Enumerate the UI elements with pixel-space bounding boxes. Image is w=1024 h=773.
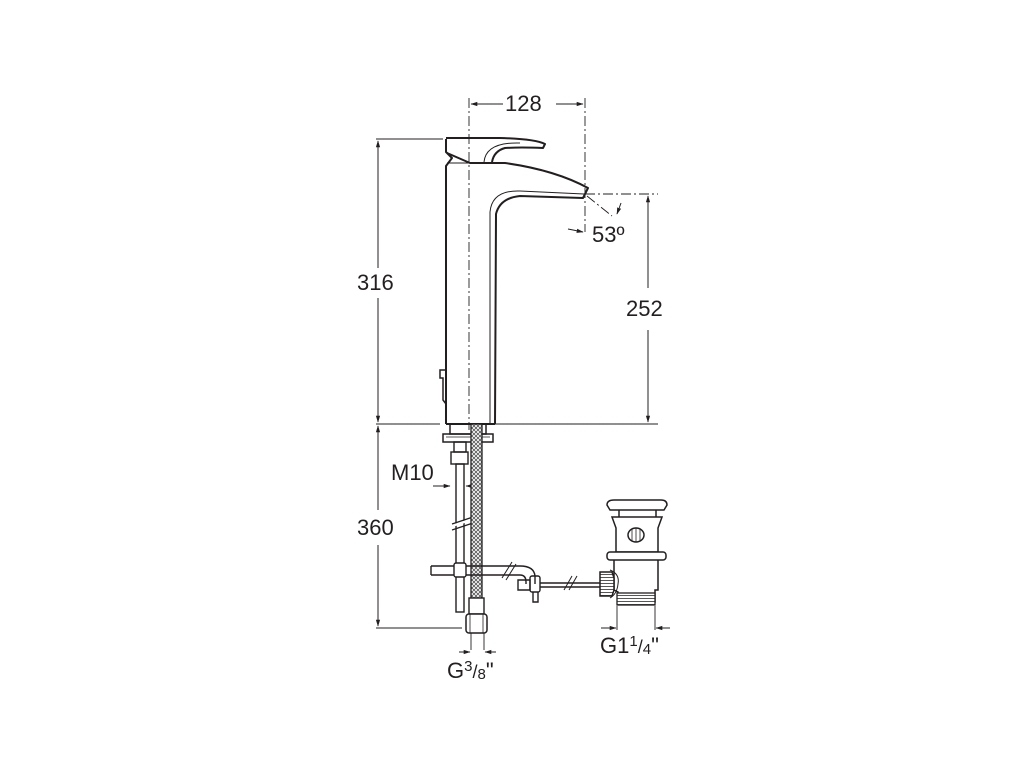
braided-hose [465, 423, 488, 634]
popup-waste [599, 499, 668, 606]
hose-connection-num: 3 [464, 658, 473, 675]
waste-connection-suffix: " [651, 633, 659, 658]
hose-connection-suffix: " [485, 658, 494, 683]
faucet-body [445, 137, 589, 425]
mount-base [442, 423, 494, 443]
extension-lines [376, 138, 658, 650]
hose-connection-den: 8 [477, 666, 486, 683]
dimension-lines [375, 101, 670, 655]
dimension-below-deck: 360 [357, 515, 394, 540]
waste-connection-num: 1 [629, 633, 638, 650]
dimension-outlet-angle: 53º [592, 222, 625, 247]
centre-lines [468, 98, 658, 430]
dimension-spout-height: 252 [626, 296, 663, 321]
faucet-body-inner [447, 142, 585, 424]
side-button [439, 369, 447, 405]
dimension-fixing-rod: M10 [391, 460, 434, 485]
waste-connection-prefix: G1 [600, 633, 630, 658]
dimension-total-height: 316 [357, 270, 394, 295]
waste-connection-den: 4 [642, 641, 652, 658]
hose-connection-prefix: G [447, 658, 465, 683]
dimension-spout-reach: 128 [505, 91, 542, 116]
popup-rod [430, 561, 600, 603]
